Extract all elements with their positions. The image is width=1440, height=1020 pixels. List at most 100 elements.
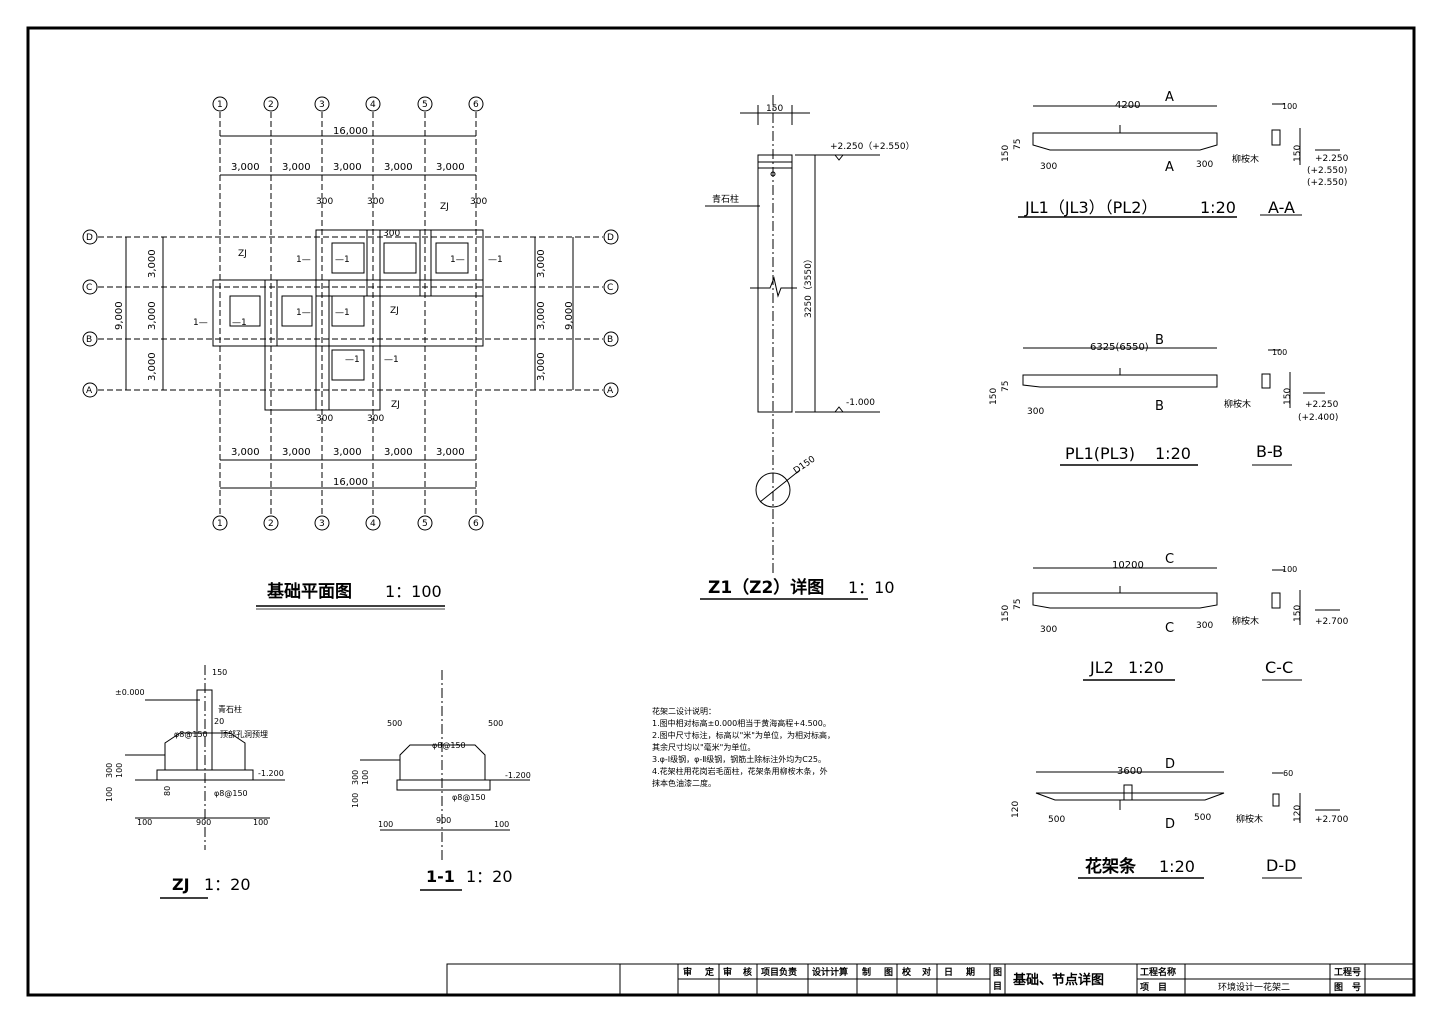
zj-detail [125,665,285,850]
beam-hjt-label: 花架条 [1085,856,1137,877]
sec-mark-5: 1— [193,318,208,328]
z1-diameter: D150 [792,454,818,476]
top-span-4: 3,000 [384,162,413,173]
beam-jl1-d3: 75 [1013,139,1023,150]
zj-label-3: ZJ [390,306,399,316]
beam-hjt-length: 3600 [1117,766,1142,777]
axis-label-6: 6 [473,100,479,110]
s11-scale: 1：20 [466,867,513,886]
z1-scale: 1：10 [848,578,895,597]
z1-bottom-elev: -1.000 [846,398,875,408]
tb-role-12: 期 [966,966,975,978]
notes-line-6: 抹本色油漆二度。 [652,779,716,788]
beam-jl1-label: JL1（JL3）（PL2） [1024,198,1157,217]
right-span-1: 3,000 [536,249,547,278]
z1-top-elev: +2.250（+2.550） [830,141,915,152]
zj-label-1: ZJ [440,202,449,212]
notes-title: 花架二设计说明： [652,707,716,716]
zj-scale: 1：20 [204,875,251,894]
s11-bottom-dim-3: 100 [494,820,509,829]
z1-width: 150 [766,104,783,114]
top-span-2: 3,000 [282,162,311,173]
zj-rebar: φ8@150 [174,730,208,739]
bottom-span-5: 3,000 [436,447,465,458]
sec-mark-10: —1 [384,355,399,365]
dim-300-c: 300 [470,197,487,207]
beam-jl1-sec-title: A-A [1268,198,1295,217]
plan-title: 基础平面图 [266,581,352,602]
plan-axis-labels: 1 2 3 4 5 6 1 2 3 4 5 6 D C B A D C B A [86,100,614,529]
beam-pl1-label: PL1(PL3) [1065,444,1135,463]
z1-title: Z1（Z2）详图 [708,577,824,598]
beam-jl1-length: 4200 [1115,100,1140,111]
s11-title: 1-1 [426,867,455,886]
plan-dimensions: 16,000 3,000 3,000 3,000 3,000 3,000 3,0… [114,126,575,488]
beam-hjt-material: 柳桉木 [1236,813,1263,825]
tb-role-4: 核 [743,966,752,978]
beam-jl2-sec-top: C [1165,552,1174,567]
axis-label-a-right: A [607,386,614,396]
beam-pl1-d4: 150 [989,388,999,405]
zj-elev: -1.200 [258,769,284,778]
notes-line-5: 4.花架柱用花岗岩毛面柱，花架条用柳桉木条，外 [652,767,828,776]
notes-line-4: 3.φ-Ⅰ级钢，φ-Ⅱ级钢，钢筋土除标注外均为C25。 [652,755,827,764]
beam-pl1-sec-title: B-B [1256,442,1283,461]
tb-role-10: 对 [922,966,931,978]
beam-pl1-elev-2: (+2.400) [1298,413,1338,423]
s11-rebar2: φ8@150 [452,793,486,802]
tb-project-value: 环境设计一花架二 [1218,981,1290,993]
zj-bottom-dim-2: 900 [196,818,211,827]
beam-jl2-w: 100 [1282,565,1297,574]
tb-role-11: 日 [944,967,953,978]
zj-label-2: ZJ [238,249,247,259]
beam-hjt-sec-title: D-D [1266,856,1296,875]
beam-jl2 [1032,567,1340,681]
beam-hjt-sec-top: D [1165,757,1175,772]
axis-label-d-right: D [607,233,614,243]
tb-role-6: 设计计算 [812,966,848,978]
zj-rebar2: φ8@150 [214,789,248,798]
beam-jl1-sec-bottom: A [1165,160,1174,175]
axis-label-3: 3 [319,100,325,110]
axis-label-4-bottom: 4 [370,519,376,529]
left-span-2: 3,000 [147,301,158,330]
tb-project-name-label: 工程名称 [1140,966,1176,978]
s11-d500-left: 500 [387,719,402,728]
zj-title: ZJ [172,875,190,894]
zj-d80: 80 [163,786,172,796]
zj-width: 150 [212,668,227,677]
s11-d100: 100 [361,770,370,785]
right-span-3: 3,000 [536,352,547,381]
beam-pl1-labels: 6325(6550) B B 300 75 150 PL1(PL3) 1:20 … [989,333,1339,463]
beam-pl1-w: 100 [1272,348,1287,357]
z1-labels: 150 +2.250（+2.550） 青石柱 3250（3550） -1.000… [712,104,915,476]
beam-jl1-elev-2: (+2.550) [1307,166,1347,176]
zj-labels: ±0.000 150 青石柱 20 φ8@150 顶部孔洞预埋 300 100 … [105,668,284,827]
bottom-span-2: 3,000 [282,447,311,458]
tb-mu: 目 [993,981,1002,992]
sec-mark-2: —1 [335,255,350,265]
right-span-2: 3,000 [536,301,547,330]
notes-line-3: 其余尺寸均以"毫米"为单位。 [652,743,756,752]
sec-mark-4: —1 [488,255,503,265]
beam-jl1-d4: 150 [1001,145,1011,162]
axis-label-4: 4 [370,100,376,110]
foundation-plan [82,96,619,531]
design-notes: 花架二设计说明： 1.图中相对标高±0.000相当于黄海高程+4.500。 2.… [652,706,882,790]
beam-pl1-material: 柳桉木 [1224,398,1251,410]
sec-mark-3: 1— [450,255,465,265]
sec-mark-7: 1— [296,308,311,318]
tb-role-2: 定 [704,966,715,978]
dim-300-a: 300 [316,197,333,207]
zj-bottom-dim-3: 100 [253,818,268,827]
sec-mark-8: —1 [335,308,350,318]
tb-drawing-title: 基础、节点详图 [1012,972,1104,988]
beam-jl2-d4: 150 [1001,605,1011,622]
zj-d20: 20 [214,717,224,726]
beam-jl2-d1: 300 [1040,625,1057,635]
top-span-5: 3,000 [436,162,465,173]
axis-label-2-bottom: 2 [268,519,274,529]
sec-mark-1: 1— [296,255,311,265]
s11-rebar: φ8@150 [432,741,466,750]
axis-label-1-bottom: 1 [217,519,223,529]
